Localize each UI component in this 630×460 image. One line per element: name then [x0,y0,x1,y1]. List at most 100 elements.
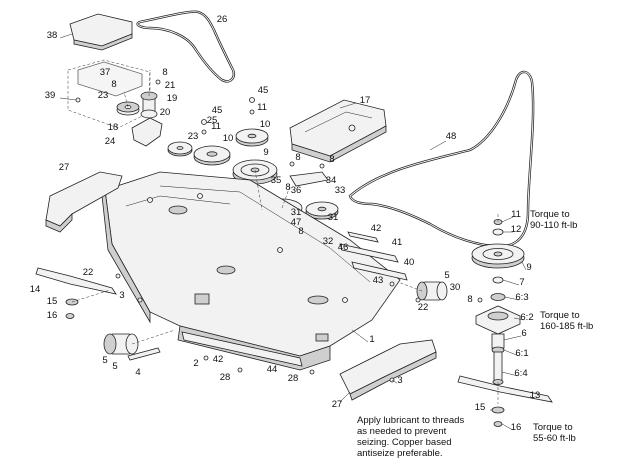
callout-c10b: 10 [223,133,234,144]
callout-c5a: 5 [444,270,449,281]
callout-c33: 33 [335,185,346,196]
fasteners [75,79,483,383]
pulley-10-right [235,128,269,147]
callout-c43: 43 [373,275,384,286]
lubricant-note-line4: antiseize preferable. [357,448,443,459]
callout-c27a: 27 [59,162,70,173]
callout-c28a: 28 [220,372,231,383]
callout-c21: 21 [165,80,176,91]
callout-c7: 7 [519,277,524,288]
callout-c28b: 28 [288,373,299,384]
callout-c22a: 22 [418,302,429,313]
callout-c31a: 31 [291,207,302,218]
callout-c37: 37 [100,67,111,78]
leader-lines [59,33,533,431]
bracket-34 [289,171,329,187]
callout-c6: 6 [521,328,526,339]
callout-c40: 40 [404,257,415,268]
callout-c13: 13 [530,390,541,401]
callout-c32: 32 [323,236,334,247]
callout-c15b: 15 [475,402,486,413]
front-baffle-44 [181,331,303,367]
callout-c11b: 11 [211,121,221,132]
torque-note-middle: Torque to 160-185 ft-lb [540,310,593,332]
lubricant-note-line3: seizing. Copper based [357,437,452,448]
pulley-23-lower [167,141,193,157]
bumper-27-left [45,171,123,233]
callout-c10a: 10 [260,119,271,130]
callout-c17: 17 [360,95,371,106]
callout-c42a: 42 [371,223,382,234]
callout-c8b: 8 [111,79,116,90]
callout-c41: 41 [392,237,403,248]
callout-c9a: 9 [263,147,268,158]
callout-c16a: 16 [47,310,58,321]
callout-c9b: 9 [526,262,531,273]
callout-c8c: 8 [295,152,300,163]
callout-c62: 6:2 [520,312,533,323]
callout-c26: 26 [217,14,228,25]
plate-37 [67,59,151,129]
callout-c5c: 5 [112,361,117,372]
bracket-38 [69,13,133,51]
callout-c36: 36 [291,185,302,196]
callout-c63: 6:3 [515,292,528,303]
callout-c3a: 3 [119,290,124,301]
callout-c23a: 23 [98,90,109,101]
lubricant-note: Apply lubricant to threads as needed to … [357,415,464,459]
callout-c20: 20 [160,107,171,118]
blade-14 [35,267,117,319]
callout-c11c: 11 [511,209,521,220]
callout-c46: 46 [338,242,349,253]
callout-c11a: 11 [257,102,267,113]
blade-13 [457,375,553,427]
callout-c18: 18 [108,122,119,133]
callout-c8d: 8 [329,154,334,165]
callout-c42b: 42 [213,354,224,365]
callout-c1: 1 [369,334,374,345]
belt-48 [348,70,535,248]
callout-c4: 4 [135,367,140,378]
spindle-assembly-6 [471,219,525,385]
torque-note-lower-line2: 55-60 ft-lb [533,433,576,444]
wheel-5-left [103,333,139,355]
torque-note-middle-line2: 160-185 ft-lb [540,321,593,332]
pulley-33 [305,201,339,220]
torque-note-upper: Torque to 90-110 ft-lb [530,209,577,231]
callout-c47: 47 [291,217,302,228]
pulley-23-upper [116,101,140,116]
callout-c45b: 45 [212,105,223,116]
idler-arm-18 [131,117,163,147]
callout-c27b: 27 [332,399,343,410]
lubricant-note-line2: as needed to prevent [357,426,447,437]
callout-c14: 14 [30,284,41,295]
callout-c38: 38 [47,30,58,41]
callout-c19: 19 [167,93,178,104]
torque-note-lower-line1: Torque to [533,422,573,433]
torque-note-upper-line1: Torque to [530,209,570,220]
callout-c12: 12 [511,224,522,235]
torque-note-lower: Torque to 55-60 ft-lb [533,422,576,444]
callout-c23b: 23 [188,131,199,142]
belt-cover-17 [289,99,387,163]
callout-c24: 24 [105,136,116,147]
pulley-19 [140,91,158,119]
callout-c45a: 45 [258,85,269,96]
axle-4 [127,347,161,361]
baffle-42 [347,231,379,243]
callout-c39: 39 [45,90,56,101]
pulley-9-center [232,159,278,185]
callout-c64: 6:4 [514,368,527,379]
baffle-40 [351,261,408,281]
callout-c22b: 22 [83,267,94,278]
callout-c31b: 31 [328,212,339,223]
callout-c48: 48 [446,131,457,142]
torque-note-middle-line1: Torque to [540,310,580,321]
bumper-27-right [339,339,437,401]
callout-c8f: 8 [298,226,303,237]
callout-c8e: 8 [285,182,290,193]
callout-c30: 30 [450,282,461,293]
callout-c2: 2 [193,358,198,369]
belt-26 [136,10,235,83]
